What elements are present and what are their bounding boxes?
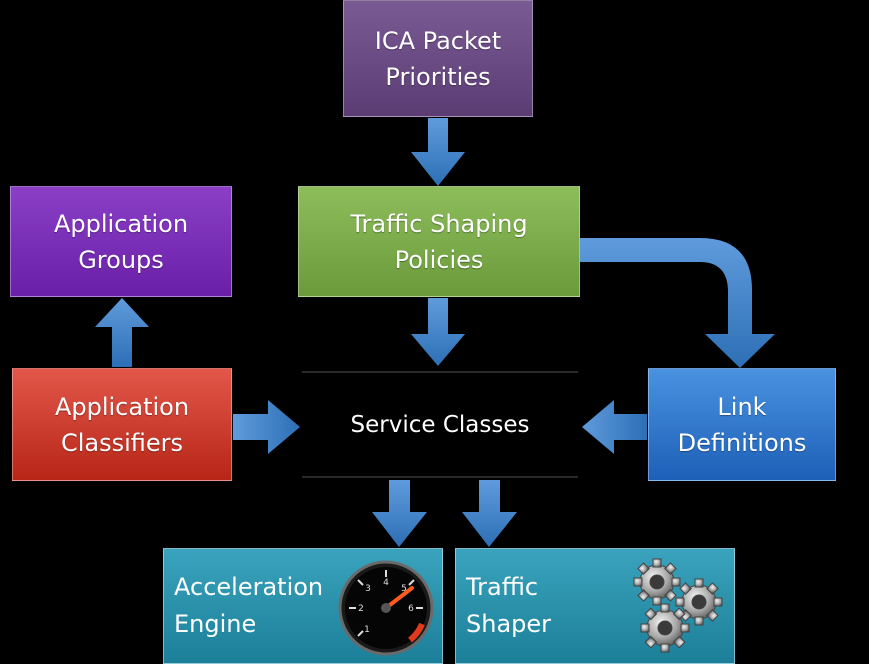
service-classes-box: Service Classes bbox=[302, 371, 578, 478]
service-classes-label: Service Classes bbox=[350, 411, 530, 438]
gears-icon bbox=[633, 558, 723, 653]
arrow-policies-to-link bbox=[580, 238, 775, 368]
svg-text:5: 5 bbox=[401, 584, 407, 594]
traffic-shaper-line1: Traffic bbox=[466, 573, 539, 601]
arrow-service-to-acceleration bbox=[372, 480, 427, 547]
gear-top bbox=[633, 558, 681, 606]
arrow-service-to-shaper bbox=[462, 480, 517, 547]
traffic-shaping-policies-line2: Policies bbox=[394, 245, 484, 274]
traffic-shaper-line2: Shaper bbox=[466, 610, 552, 638]
link-definitions-line2: Definitions bbox=[677, 428, 807, 457]
svg-text:3: 3 bbox=[365, 584, 371, 594]
link-definitions-box: Link Definitions bbox=[648, 368, 836, 481]
link-definitions-line1: Link bbox=[717, 392, 767, 421]
acceleration-engine-line1: Acceleration bbox=[174, 573, 324, 601]
arrow-policies-to-service bbox=[411, 298, 465, 366]
svg-text:6: 6 bbox=[408, 604, 414, 614]
arrow-classifiers-to-groups bbox=[95, 298, 149, 367]
arrow-ica-to-policies bbox=[411, 118, 465, 186]
application-classifiers-line2: Classifiers bbox=[60, 428, 184, 457]
application-groups-line1: Application bbox=[53, 209, 189, 238]
gear-bottom bbox=[640, 603, 690, 653]
traffic-shaping-policies-box: Traffic Shaping Policies bbox=[298, 186, 580, 297]
traffic-shaper-box: Traffic Shaper bbox=[455, 548, 735, 664]
arrow-link-to-service bbox=[582, 400, 647, 454]
svg-text:1: 1 bbox=[364, 625, 370, 635]
application-classifiers-box: Application Classifiers bbox=[12, 368, 232, 481]
ica-packet-priorities-box: ICA Packet Priorities bbox=[343, 0, 533, 117]
arrow-classifiers-to-service bbox=[233, 400, 300, 454]
acceleration-engine-line2: Engine bbox=[174, 610, 257, 638]
traffic-shaping-policies-line1: Traffic Shaping bbox=[350, 209, 528, 238]
application-classifiers-line1: Application bbox=[54, 392, 190, 421]
ica-packet-priorities-line1: ICA Packet bbox=[374, 26, 502, 55]
application-groups-box: Application Groups bbox=[10, 186, 232, 297]
application-groups-line2: Groups bbox=[78, 245, 164, 274]
ica-packet-priorities-line2: Priorities bbox=[385, 62, 491, 91]
svg-text:4: 4 bbox=[383, 578, 389, 588]
tachometer-icon: 1 2 3 4 5 6 bbox=[338, 560, 434, 656]
svg-text:2: 2 bbox=[358, 604, 364, 614]
gear-right bbox=[675, 578, 723, 626]
